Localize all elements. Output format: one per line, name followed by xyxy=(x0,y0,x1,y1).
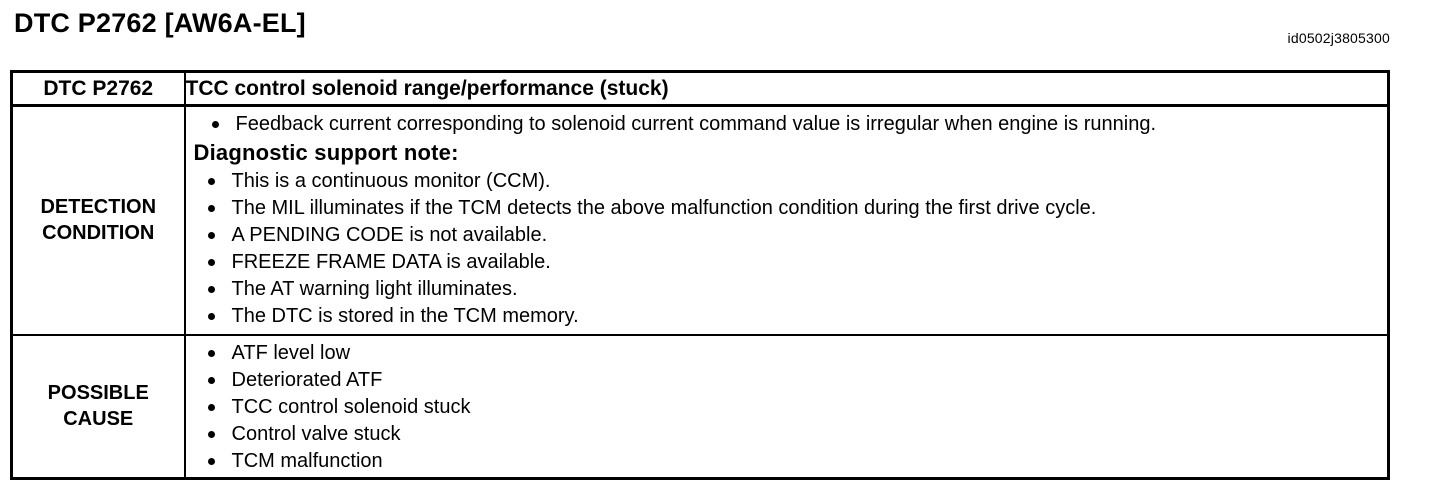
bullet-item: ATF level low xyxy=(194,340,1382,367)
bullet-item: FREEZE FRAME DATA is available. xyxy=(194,249,1382,276)
bullet-item: TCM malfunction xyxy=(194,448,1382,475)
detection-condition-row: DETECTION CONDITION Feedback current cor… xyxy=(10,104,1390,336)
bullet-item: Deteriorated ATF xyxy=(194,367,1382,394)
dtc-code-cell: DTC P2762 xyxy=(10,70,186,107)
detection-intro-list: Feedback current corresponding to soleno… xyxy=(194,111,1382,138)
bullet-item: This is a continuous monitor (CCM). xyxy=(194,168,1382,195)
document-id: id0502j3805300 xyxy=(1287,30,1390,46)
possible-cause-label: POSSIBLE CAUSE xyxy=(10,333,186,480)
dtc-table: DTC P2762 TCC control solenoid range/per… xyxy=(10,70,1390,480)
detection-condition-label: DETECTION CONDITION xyxy=(10,104,186,336)
detection-condition-content: Feedback current corresponding to soleno… xyxy=(183,104,1390,336)
page-title: DTC P2762 [AW6A-EL] xyxy=(14,8,306,38)
possible-cause-row: POSSIBLE CAUSE ATF level low Deteriorate… xyxy=(10,333,1390,480)
possible-cause-list: ATF level low Deteriorated ATF TCC contr… xyxy=(194,340,1382,475)
bullet-item: Control valve stuck xyxy=(194,421,1382,448)
bullet-item: TCC control solenoid stuck xyxy=(194,394,1382,421)
bullet-item: Feedback current corresponding to soleno… xyxy=(194,111,1382,138)
possible-cause-content: ATF level low Deteriorated ATF TCC contr… xyxy=(183,333,1390,480)
diagnostic-note-list: This is a continuous monitor (CCM). The … xyxy=(194,168,1382,330)
diagnostic-support-note-heading: Diagnostic support note: xyxy=(193,140,459,165)
bullet-item: The DTC is stored in the TCM memory. xyxy=(194,303,1382,330)
bullet-item: A PENDING CODE is not available. xyxy=(194,222,1382,249)
dtc-description-cell: TCC control solenoid range/performance (… xyxy=(183,70,1390,107)
table-header-row: DTC P2762 TCC control solenoid range/per… xyxy=(10,70,1390,107)
bullet-item: The MIL illuminates if the TCM detects t… xyxy=(194,195,1382,222)
bullet-item: The AT warning light illuminates. xyxy=(194,276,1382,303)
